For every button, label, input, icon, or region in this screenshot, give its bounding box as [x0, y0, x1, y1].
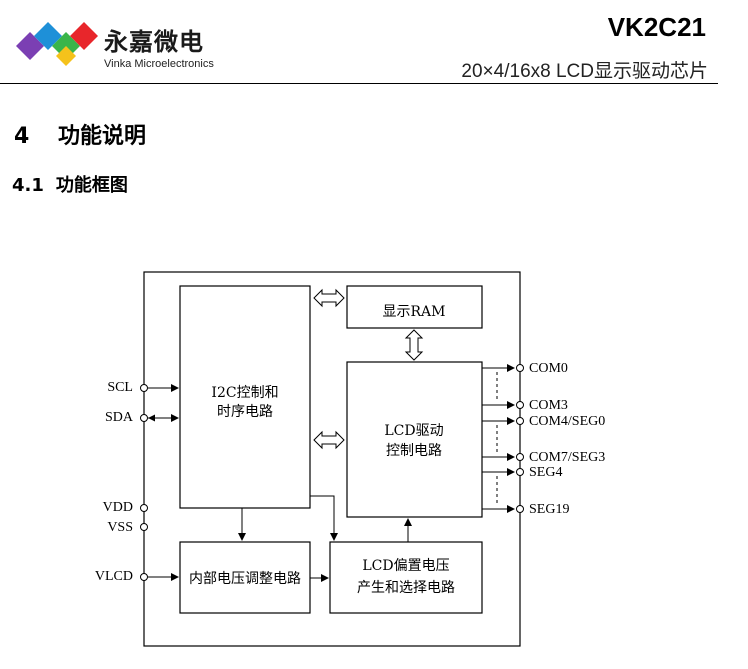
pin-com3: COM3: [482, 398, 568, 413]
section-heading: 4 功能说明: [14, 118, 146, 150]
pin-com0: COM0: [482, 361, 568, 376]
pin-sda-label: SDA: [105, 410, 134, 425]
subsection-title: 功能框图: [55, 175, 128, 196]
bias-voltage-block: LCD偏置电压 产生和选择电路: [329, 541, 483, 614]
section-title: 功能说明: [58, 124, 147, 149]
display-ram-block: 显示RAM: [346, 285, 483, 329]
pin-com0-label: COM0: [529, 361, 568, 376]
subsection-heading: 4.1 功能框图: [12, 171, 128, 197]
i2c-ram-double-arrow: [313, 288, 345, 308]
regulator-label: 内部电压调整电路: [189, 571, 301, 587]
ram-driver-double-arrow: [404, 329, 424, 361]
pin-scl-label: SCL: [107, 380, 133, 395]
pin-com4-seg0: COM4/SEG0: [482, 414, 605, 429]
section-number: 4: [14, 124, 30, 149]
pin-vdd-label: VDD: [103, 500, 133, 515]
header-divider: [0, 83, 718, 84]
brand-name-cn: 永嘉微电: [104, 28, 204, 56]
pin-sda: SDA: [105, 410, 179, 425]
chip-title: VK2C21: [607, 12, 706, 42]
pin-seg4: SEG4: [482, 465, 562, 480]
i2c-to-bias-arrow: [310, 495, 338, 541]
vinka-logo: [10, 18, 220, 74]
pin-vss-label: VSS: [107, 520, 133, 535]
lcd-driver-label-1: LCD驱动: [384, 423, 443, 439]
pin-seg19: SEG19: [482, 502, 569, 517]
pin-vlcd-label: VLCD: [95, 569, 133, 584]
pin-scl: SCL: [107, 380, 179, 395]
pin-seg19-label: SEG19: [529, 502, 569, 517]
ram-block-label: 显示RAM: [383, 304, 446, 320]
bias-label-2: 产生和选择电路: [357, 580, 455, 596]
pin-com4-seg0-label: COM4/SEG0: [529, 414, 605, 429]
i2c-block-label-2: 时序电路: [217, 404, 273, 420]
pin-vss: VSS: [107, 520, 148, 535]
chip-subtitle: 20×4/16x8 LCD显示驱动芯片: [461, 61, 708, 82]
lcd-driver-block: LCD驱动 控制电路: [346, 361, 483, 518]
voltage-regulator-block: 内部电压调整电路: [179, 541, 311, 614]
pin-com3-label: COM3: [529, 398, 568, 413]
i2c-block-label-1: I2C控制和: [211, 385, 278, 401]
pin-seg4-label: SEG4: [529, 465, 562, 480]
brand-name-en: Vinka Microelectronics: [104, 58, 214, 70]
i2c-driver-double-arrow: [313, 430, 345, 450]
subsection-number: 4.1: [12, 175, 44, 196]
pin-vdd: VDD: [103, 500, 148, 515]
pin-com7-seg3-label: COM7/SEG3: [529, 450, 605, 465]
bias-label-1: LCD偏置电压: [362, 558, 449, 574]
logo-diamonds-icon: [16, 22, 98, 66]
pin-com7-seg3: COM7/SEG3: [482, 450, 605, 465]
lcd-driver-label-2: 控制电路: [386, 443, 442, 459]
pin-vlcd: VLCD: [95, 569, 179, 584]
i2c-control-block: I2C控制和 时序电路: [179, 285, 311, 509]
